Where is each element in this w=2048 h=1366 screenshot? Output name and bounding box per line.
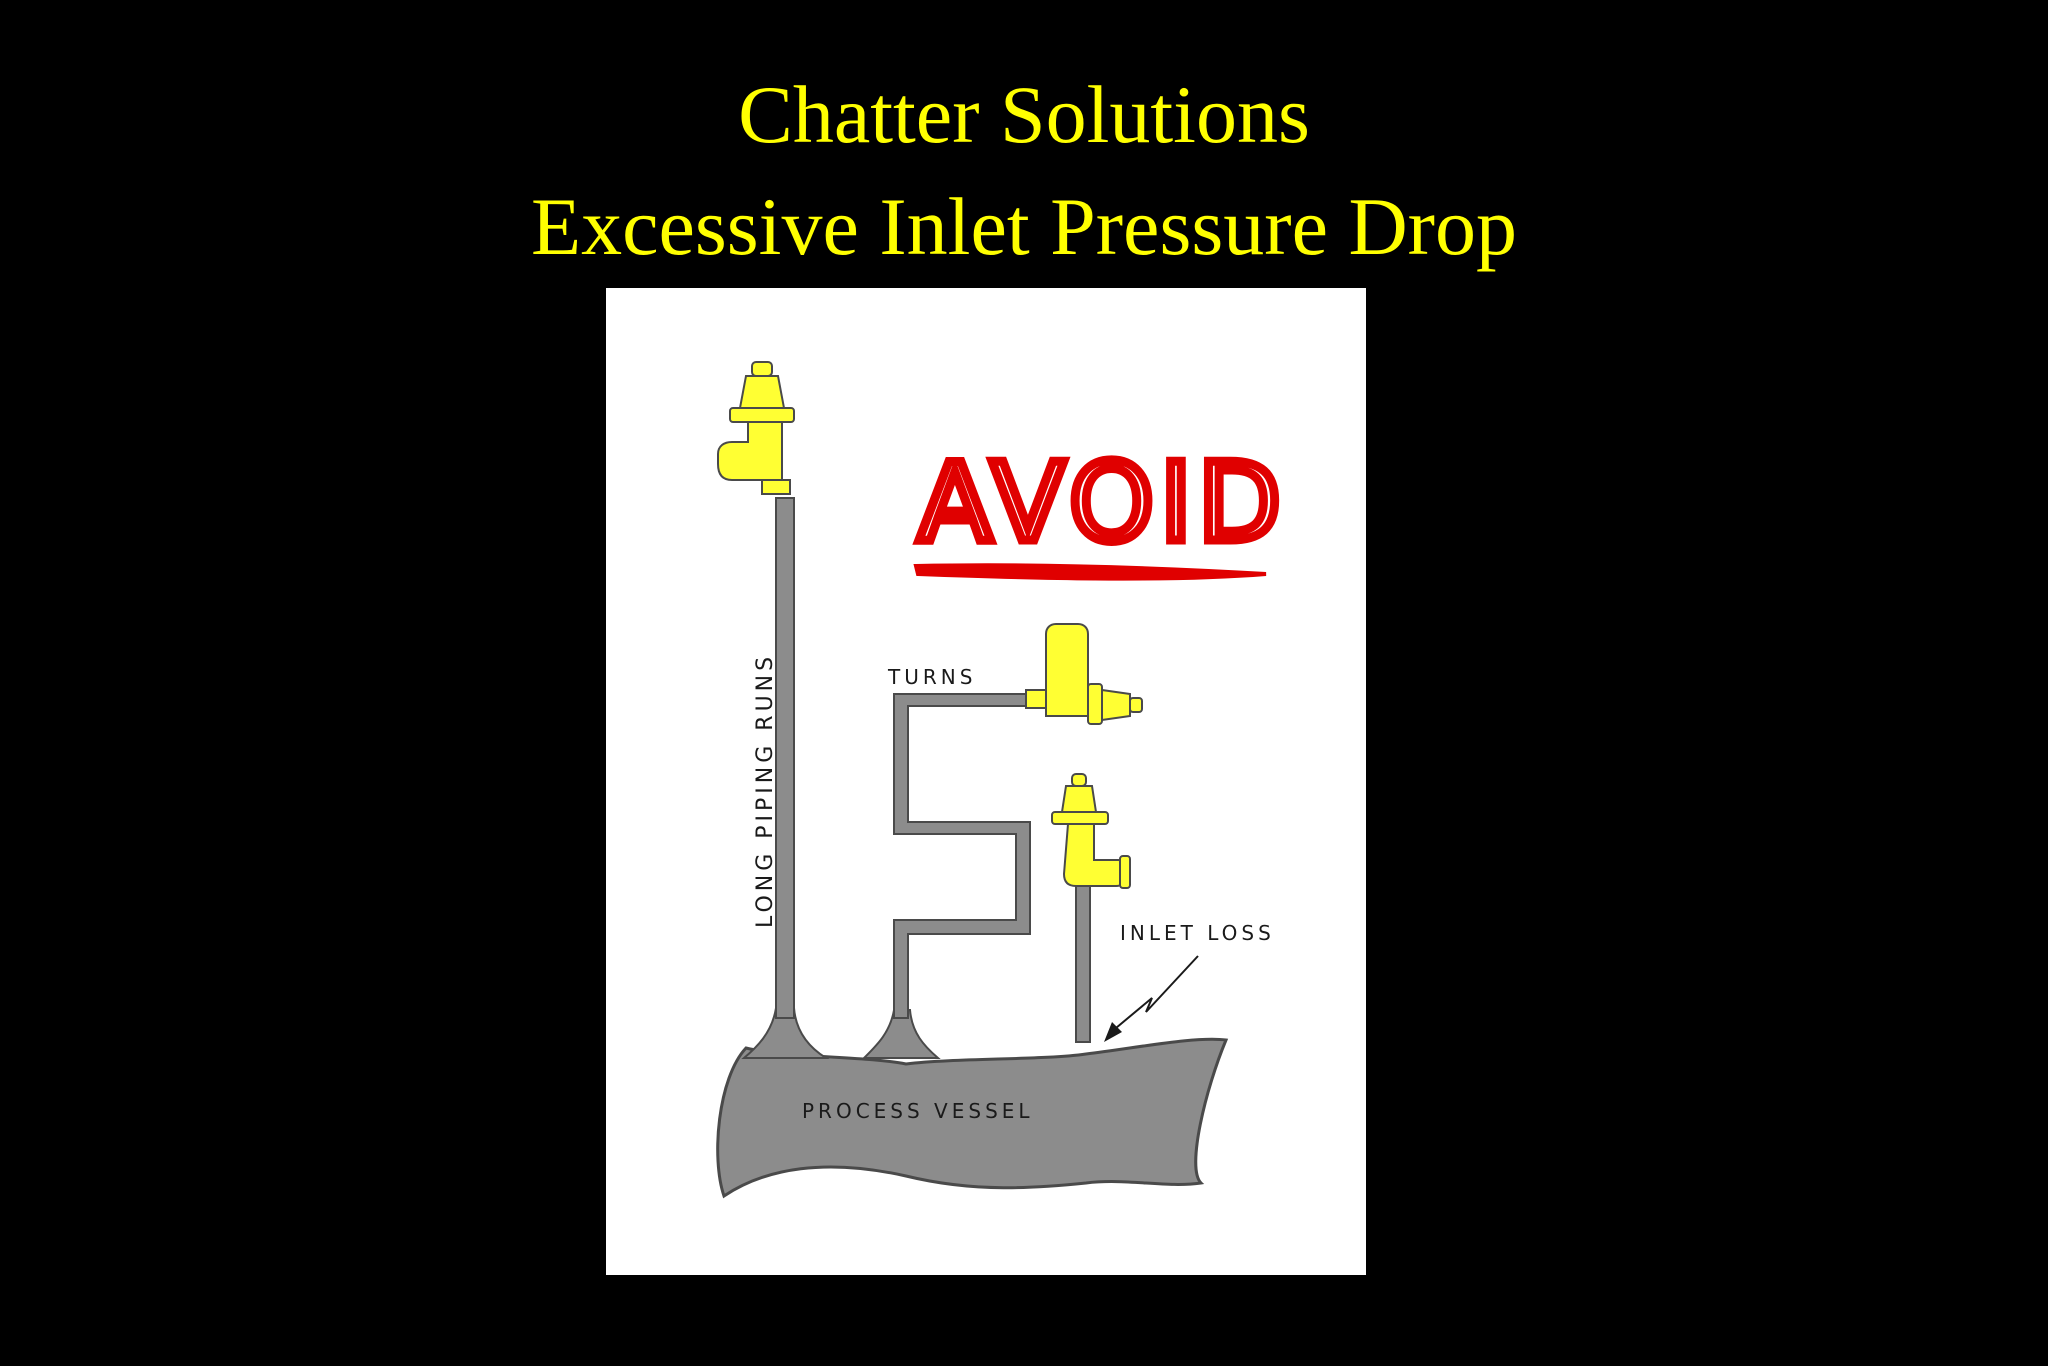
avoid-underline [913, 563, 1267, 581]
diagram-card: PROCESS VESSEL LONG PIPING RUNS AVOID TU… [606, 288, 1366, 1275]
inlet-loss-label: INLET LOSS [1120, 921, 1275, 945]
inlet-loss-arrow [1115, 955, 1199, 1029]
vessel-label: PROCESS VESSEL [802, 1099, 1034, 1123]
process-vessel [716, 1037, 1229, 1199]
inlet-loss-arrowhead [1104, 1022, 1122, 1042]
slide-title: Chatter Solutions [738, 69, 1310, 160]
slide-subtitle: Excessive Inlet Pressure Drop [530, 181, 1517, 272]
long-pipe-flare [741, 1007, 830, 1059]
relief-valve-turns [1025, 623, 1143, 725]
turns-pipe [893, 693, 1033, 1019]
long-pipe [775, 497, 795, 1019]
long-piping-label: LONG PIPING RUNS [753, 653, 778, 928]
inlet-loss-pipe [1075, 883, 1091, 1043]
avoid-warning: AVOID [918, 441, 1287, 566]
piping-diagram: PROCESS VESSEL LONG PIPING RUNS AVOID TU… [716, 361, 1287, 1199]
turns-pipe-flare [861, 1009, 941, 1059]
relief-valve-long-run [717, 361, 795, 495]
turns-label: TURNS [887, 665, 976, 689]
relief-valve-inlet-loss [1051, 773, 1131, 889]
